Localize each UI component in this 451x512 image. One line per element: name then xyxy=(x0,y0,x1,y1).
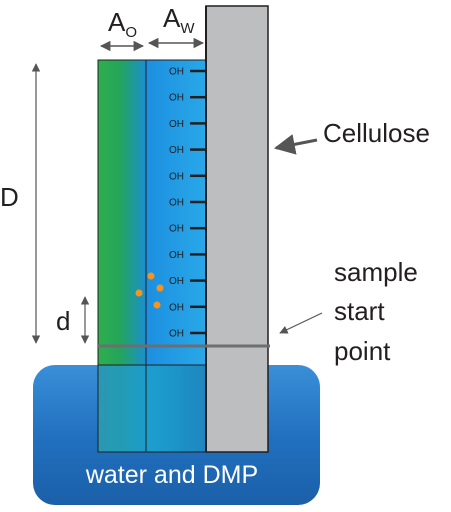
sample-dot xyxy=(153,301,161,309)
oh-label: OH xyxy=(169,145,184,156)
a-w-label: AW xyxy=(163,3,195,37)
sample-dot xyxy=(135,289,143,297)
submerged-strip-region xyxy=(98,365,206,452)
sample-start-pointer-arrow xyxy=(279,312,323,334)
hydroxyl-groups: OH OH OH OH OH OH OH OH OH OH OH xyxy=(169,67,206,340)
oh-label: OH xyxy=(169,198,184,209)
reservoir-label: water and DMP xyxy=(85,461,258,489)
oh-label: OH xyxy=(169,119,184,130)
oh-label: OH xyxy=(169,224,184,235)
oh-label: OH xyxy=(169,250,184,261)
oh-label: OH xyxy=(169,171,184,182)
oh-label: OH xyxy=(169,93,184,104)
cellulose-label: Cellulose xyxy=(323,118,430,148)
D-label: D xyxy=(0,182,19,212)
sample-dot xyxy=(156,284,164,292)
sample-start-label: sample start point xyxy=(334,257,425,366)
cellulose-block xyxy=(205,5,269,453)
oh-label: OH xyxy=(169,302,184,313)
a-o-label: AO xyxy=(108,7,137,41)
oh-label: OH xyxy=(169,329,184,340)
sample-dot xyxy=(147,272,155,280)
oh-label: OH xyxy=(169,67,184,78)
d-label: d xyxy=(56,306,70,336)
oh-label: OH xyxy=(169,276,184,287)
cellulose-pointer-arrow xyxy=(273,134,318,155)
